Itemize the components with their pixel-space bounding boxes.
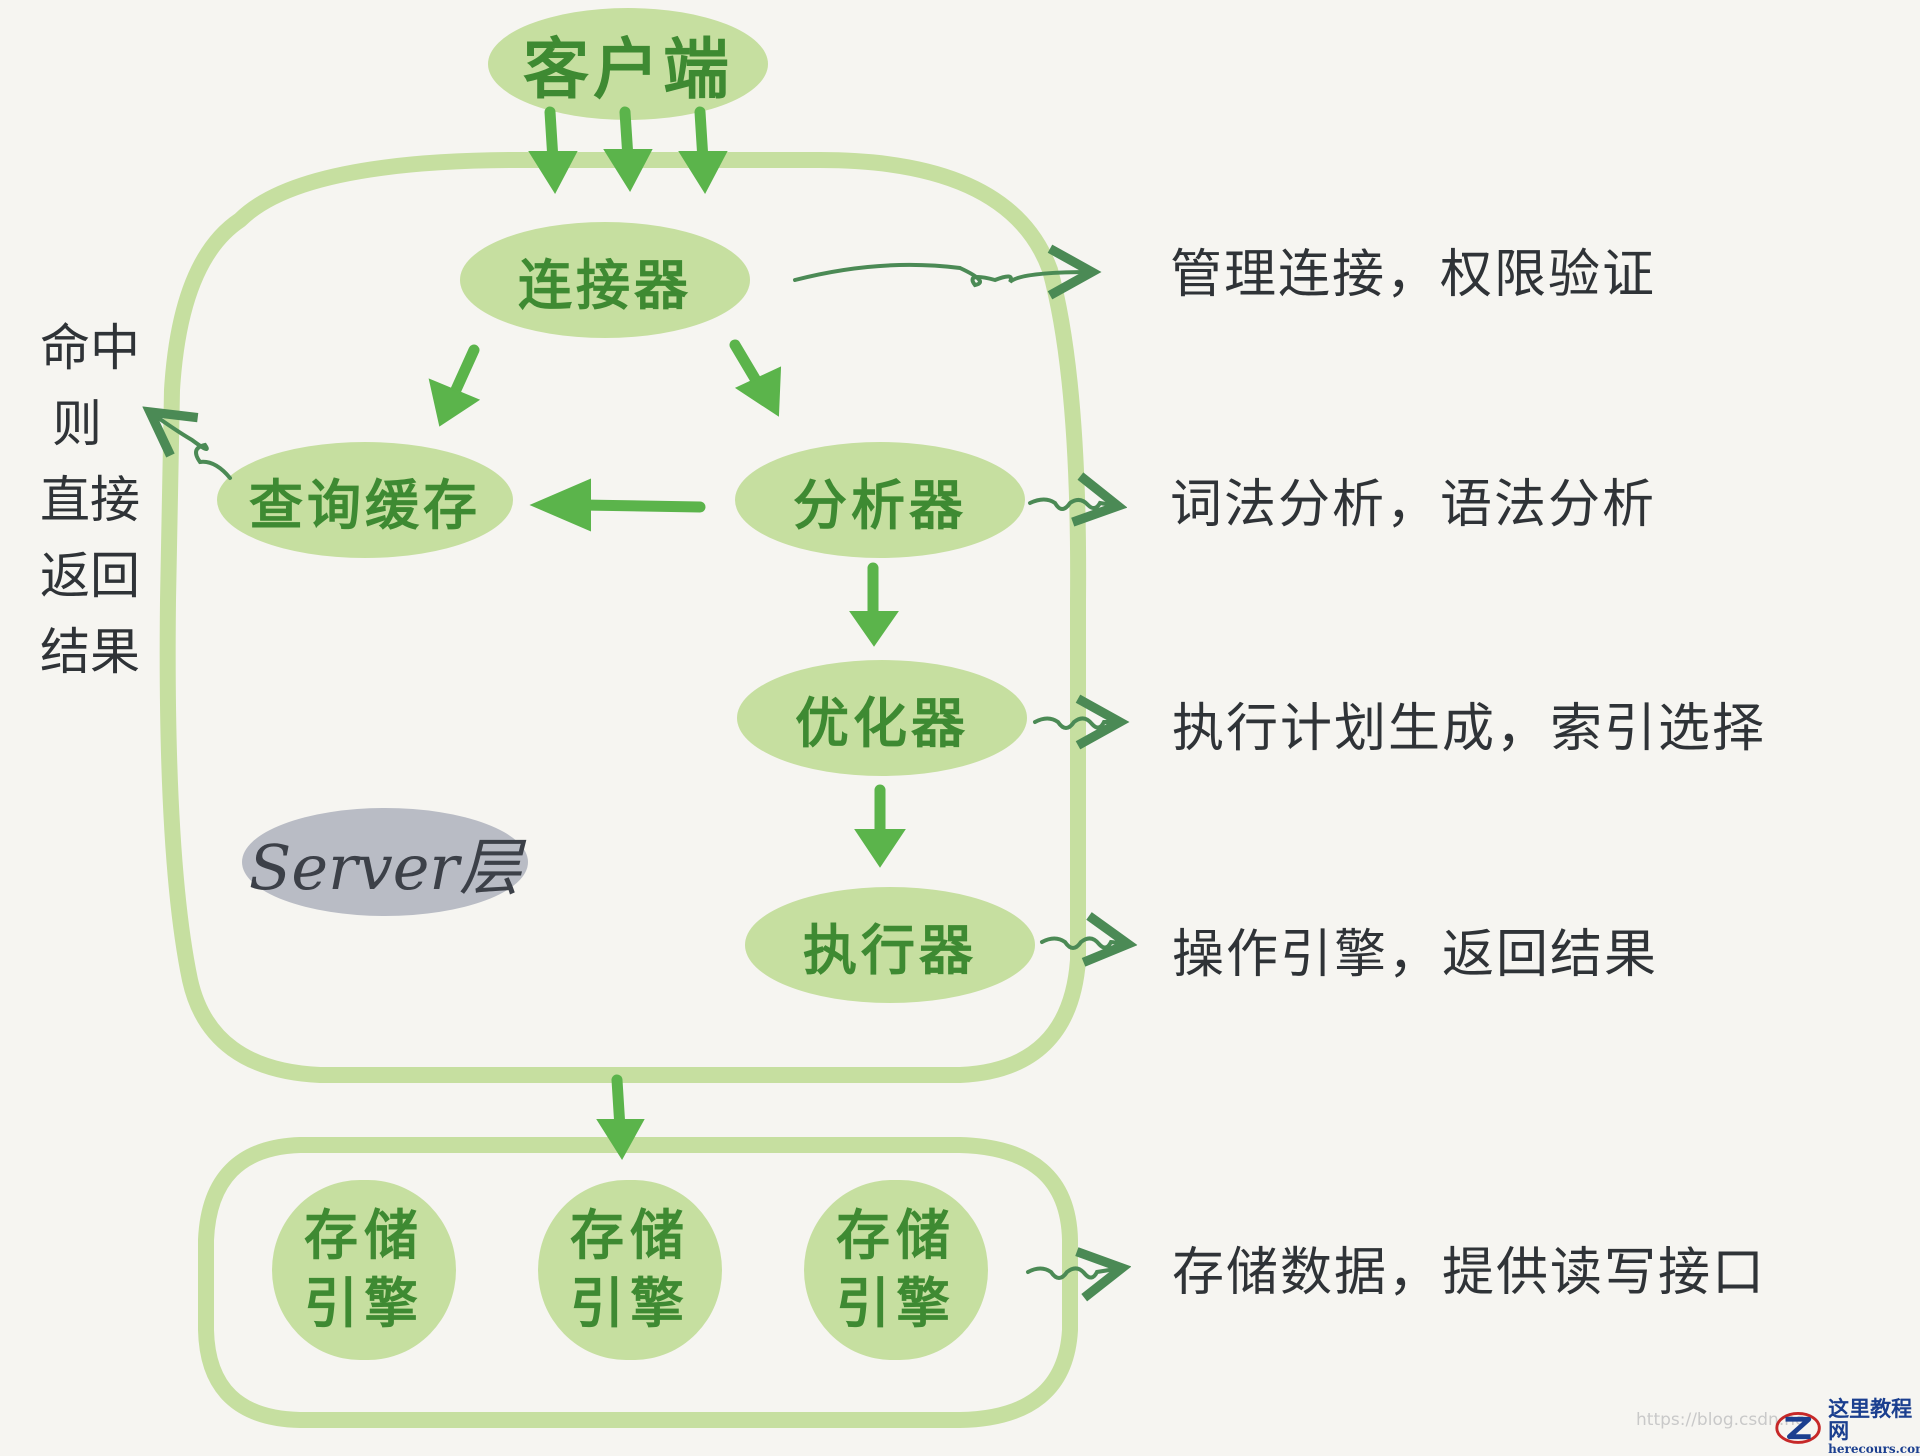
cache-hit-arrow xyxy=(150,412,232,480)
site-logo: 这里教程网 herecours.com xyxy=(1772,1398,1920,1456)
cache-hit-note: 命中 则 直接 返回 结果 xyxy=(40,310,140,690)
executor-bubble xyxy=(745,887,1035,1003)
cache-hit-line: 则 xyxy=(52,395,102,453)
connector-note: 管理连接，权限验证 xyxy=(1170,245,1657,305)
analyzer-note-arrow xyxy=(1028,500,1118,510)
connector-bubble xyxy=(460,222,750,338)
cache-hit-line: 直接 xyxy=(40,471,140,529)
server-layer-frame xyxy=(159,152,1087,1083)
analyzer-bubble xyxy=(735,442,1025,558)
cache-hit-line: 返回 xyxy=(40,547,140,605)
logo-subtitle: herecours.com xyxy=(1828,1442,1920,1456)
engine-note: 存储数据，提供读写接口 xyxy=(1172,1243,1767,1303)
storage-engine-bubble xyxy=(272,1180,456,1360)
storage-engine-bubble xyxy=(538,1180,722,1360)
engine-note-arrow xyxy=(1026,1268,1122,1278)
storage-engine-frame xyxy=(198,1137,1078,1428)
cache-hit-line: 结果 xyxy=(40,623,140,681)
query-cache-bubble xyxy=(217,442,513,558)
logo-title: 这里教程网 xyxy=(1828,1396,1913,1443)
optimizer-to-executor-arrow xyxy=(854,784,906,868)
analyzer-note: 词法分析，语法分析 xyxy=(1170,475,1657,535)
server-to-storage-arrow xyxy=(596,1074,645,1160)
watermark-url: https://blog.csdn.ne xyxy=(1636,1410,1806,1430)
server-layer-badge xyxy=(242,808,528,916)
connector-to-analyzer-arrow xyxy=(729,339,782,417)
optimizer-note-arrow xyxy=(1033,718,1120,728)
optimizer-bubble xyxy=(737,660,1027,776)
storage-engine-bubble xyxy=(804,1180,988,1360)
logo-icon xyxy=(1775,1412,1821,1444)
cache-hit-line: 命中 xyxy=(40,319,140,377)
connector-note-arrow xyxy=(793,265,1092,285)
executor-note-arrow xyxy=(1040,938,1128,948)
connector-to-cache-arrow xyxy=(428,344,481,427)
annotation-arrows xyxy=(150,265,1128,1278)
analyzer-to-cache-arrow xyxy=(529,478,706,532)
executor-note: 操作引擎，返回结果 xyxy=(1172,925,1659,985)
analyzer-to-optimizer-arrow xyxy=(849,562,899,647)
client-to-connector-arrows xyxy=(528,106,728,195)
client-bubble xyxy=(488,8,768,120)
optimizer-note: 执行计划生成，索引选择 xyxy=(1172,699,1767,759)
